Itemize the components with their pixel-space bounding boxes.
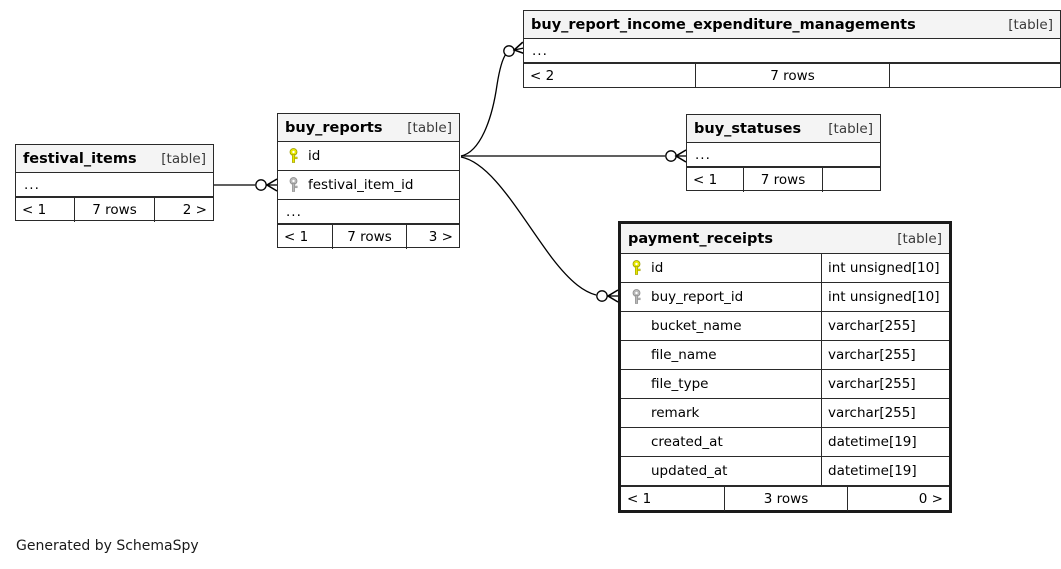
- table-row: id int unsigned[10]: [621, 254, 949, 283]
- column-type: int unsigned[10]: [821, 254, 949, 282]
- table-title: buy_statuses: [694, 120, 802, 137]
- edge-buy-reports-to-buy-statuses: [461, 149, 687, 163]
- table-footer: < 1 7 rows 3 >: [278, 224, 459, 249]
- table-row: ...: [278, 200, 459, 224]
- column-cell: id: [621, 260, 821, 276]
- footer-parent-count: < 1: [278, 225, 333, 249]
- table-kind-label: [table]: [407, 119, 452, 136]
- table-node-payment-receipts[interactable]: payment_receipts [table] id int unsigned…: [618, 221, 952, 513]
- column-name: created_at: [651, 434, 723, 450]
- table-footer: < 1 7 rows: [687, 167, 880, 192]
- table-row: updated_at datetime[19]: [621, 457, 949, 486]
- column-cell: remark: [621, 405, 821, 421]
- generated-by-caption: Generated by SchemaSpy: [16, 538, 199, 554]
- footer-row-count: 7 rows: [333, 225, 407, 249]
- primary-key-icon: [629, 260, 644, 276]
- column-type: datetime[19]: [821, 457, 949, 485]
- table-header: buy_statuses [table]: [687, 115, 880, 143]
- column-name: ...: [286, 203, 302, 220]
- column-cell: bucket_name: [621, 318, 821, 334]
- table-footer: < 1 7 rows 2 >: [16, 197, 213, 222]
- table-kind-label: [table]: [828, 120, 873, 137]
- table-header: festival_items [table]: [16, 145, 213, 173]
- table-row: ...: [16, 173, 213, 197]
- table-row: buy_report_id int unsigned[10]: [621, 283, 949, 312]
- table-row: bucket_name varchar[255]: [621, 312, 949, 341]
- table-node-buy-reports[interactable]: buy_reports [table] id: [277, 113, 460, 249]
- table-row: created_at datetime[19]: [621, 428, 949, 457]
- table-row: remark varchar[255]: [621, 399, 949, 428]
- table-kind-label: [table]: [897, 230, 942, 247]
- edge-festival-items-to-buy-reports: [214, 178, 278, 192]
- column-type: int unsigned[10]: [821, 283, 949, 311]
- column-cell: created_at: [621, 434, 821, 450]
- table-header: buy_reports [table]: [278, 114, 459, 142]
- column-name: file_type: [651, 376, 709, 392]
- column-name: ...: [532, 42, 548, 59]
- column-name: buy_report_id: [651, 289, 744, 305]
- table-kind-label: [table]: [161, 150, 206, 167]
- column-name: updated_at: [651, 463, 728, 479]
- column-type: varchar[255]: [821, 370, 949, 398]
- column-cell: festival_item_id: [278, 177, 459, 193]
- table-node-buy-statuses[interactable]: buy_statuses [table] ... < 1 7 rows: [686, 114, 881, 192]
- column-cell: file_type: [621, 376, 821, 392]
- edge-buy-reports-to-payment-receipts: [460, 156, 619, 303]
- table-row: festival_item_id: [278, 171, 459, 200]
- column-cell: file_name: [621, 347, 821, 363]
- footer-parent-count: < 1: [687, 168, 744, 192]
- column-name: ...: [695, 146, 711, 163]
- footer-row-count: 7 rows: [696, 64, 890, 88]
- column-name: remark: [651, 405, 700, 421]
- foreign-key-icon: [286, 177, 301, 193]
- column-name: festival_item_id: [308, 177, 414, 193]
- footer-child-count: [823, 168, 880, 192]
- column-name: bucket_name: [651, 318, 742, 334]
- table-title: festival_items: [23, 150, 137, 167]
- table-title: payment_receipts: [628, 230, 773, 247]
- table-row: id: [278, 142, 459, 171]
- table-footer: < 2 7 rows: [524, 63, 1060, 88]
- table-row: ...: [524, 39, 1060, 63]
- table-footer: < 1 3 rows 0 >: [621, 486, 949, 511]
- column-name: id: [308, 148, 321, 164]
- column-type: datetime[19]: [821, 428, 949, 456]
- table-title: buy_report_income_expenditure_management…: [531, 16, 916, 33]
- table-title: buy_reports: [285, 119, 383, 136]
- table-row: ...: [687, 143, 880, 167]
- table-header: buy_report_income_expenditure_management…: [524, 11, 1060, 39]
- column-cell: id: [278, 148, 459, 164]
- footer-row-count: 3 rows: [725, 487, 848, 511]
- column-type: varchar[255]: [821, 341, 949, 369]
- table-row: file_type varchar[255]: [621, 370, 949, 399]
- footer-row-count: 7 rows: [744, 168, 823, 192]
- column-cell: updated_at: [621, 463, 821, 479]
- edge-buy-reports-to-income-expenditure: [460, 41, 526, 157]
- table-node-buy-report-income-expenditure-managements[interactable]: buy_report_income_expenditure_management…: [523, 10, 1061, 88]
- primary-key-icon: [286, 148, 301, 164]
- column-name: id: [651, 260, 664, 276]
- table-row: file_name varchar[255]: [621, 341, 949, 370]
- footer-parent-count: < 2: [524, 64, 696, 88]
- column-name: ...: [24, 176, 40, 193]
- footer-child-count: 3 >: [428, 229, 453, 245]
- footer-row-count: 7 rows: [75, 198, 155, 222]
- footer-child-count: [890, 64, 1060, 88]
- footer-child-count: 0 >: [918, 491, 943, 507]
- table-header: payment_receipts [table]: [621, 224, 949, 254]
- foreign-key-icon: [629, 289, 644, 305]
- column-name: file_name: [651, 347, 717, 363]
- footer-child-count: 2 >: [182, 202, 207, 218]
- table-node-festival-items[interactable]: festival_items [table] ... < 1 7 rows 2 …: [15, 144, 214, 222]
- column-cell: buy_report_id: [621, 289, 821, 305]
- column-type: varchar[255]: [821, 312, 949, 340]
- table-kind-label: [table]: [1008, 16, 1053, 33]
- footer-parent-count: < 1: [16, 198, 75, 222]
- footer-parent-count: < 1: [621, 487, 725, 511]
- column-type: varchar[255]: [821, 399, 949, 427]
